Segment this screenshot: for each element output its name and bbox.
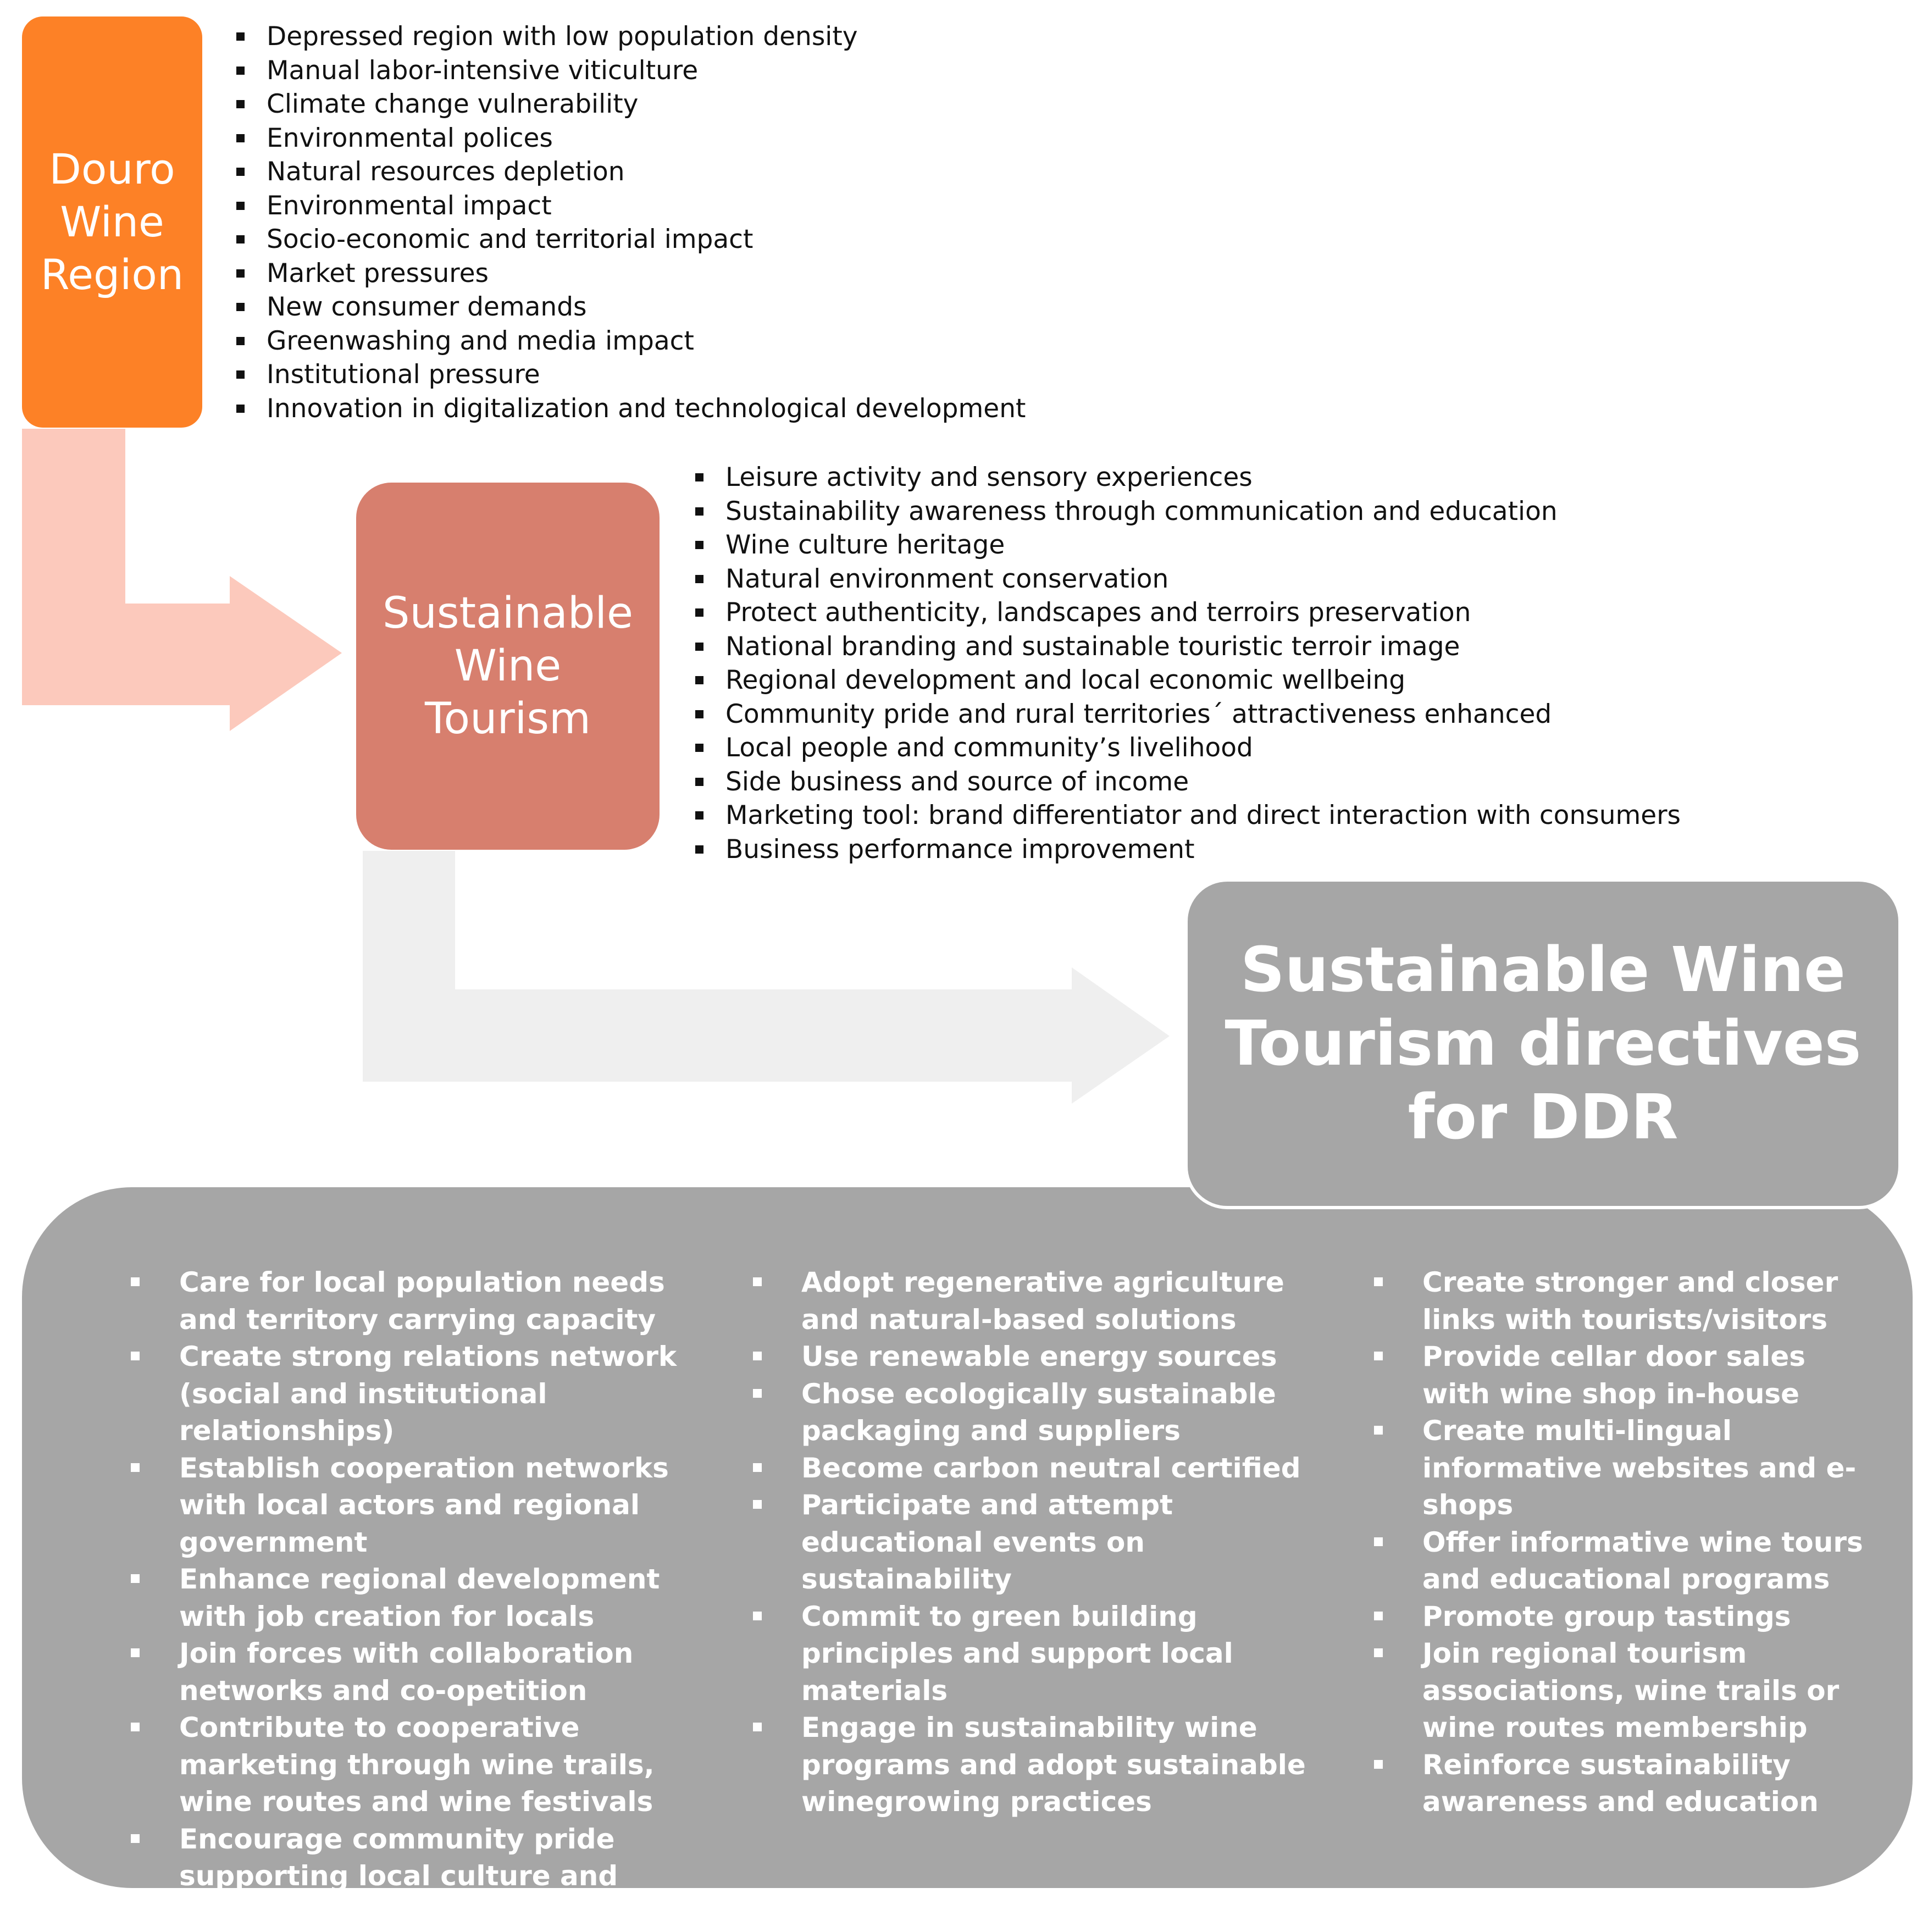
list-item: Business performance improvement xyxy=(695,833,1681,867)
wine-tourism-benefits-list: Leisure activity and sensory experiences… xyxy=(695,461,1681,866)
list-item: National branding and sustainable touris… xyxy=(695,630,1681,664)
list-item: Adopt regenerative agriculture and natur… xyxy=(753,1264,1325,1338)
list-item: Chose ecologically sustainable packaging… xyxy=(753,1376,1325,1450)
directives-column-3: Create stronger and closer links with to… xyxy=(1374,1264,1869,1821)
list-item: Depressed region with low population den… xyxy=(236,20,1026,54)
list-item: Innovation in digitalization and technol… xyxy=(236,392,1026,426)
list-item: Natural resources depletion xyxy=(236,155,1026,189)
douro-issues-list: Depressed region with low population den… xyxy=(236,20,1026,425)
list-item: Contribute to cooperative marketing thro… xyxy=(131,1709,713,1821)
list-item: Environmental polices xyxy=(236,121,1026,156)
list-item: Join forces with collaboration networks … xyxy=(131,1635,713,1709)
list-item: Greenwashing and media impact xyxy=(236,324,1026,358)
sustainable-wine-tourism-title: Sustainable Wine Tourism xyxy=(383,587,633,745)
list-item: New consumer demands xyxy=(236,290,1026,324)
list-item: Climate change vulnerability xyxy=(236,87,1026,121)
arrow-douro-to-swt xyxy=(22,429,342,731)
directives-column-2: Adopt regenerative agriculture and natur… xyxy=(753,1264,1325,1821)
list-item: Engage in sustainability wine programs a… xyxy=(753,1709,1325,1821)
list-item: Enhance regional development with job cr… xyxy=(131,1561,713,1635)
list-item: Manual labor-intensive viticulture xyxy=(236,54,1026,88)
arrow-swt-to-directives xyxy=(363,851,1170,1104)
list-item: Protect authenticity, landscapes and ter… xyxy=(695,596,1681,630)
list-item: Participate and attempt educational even… xyxy=(753,1487,1325,1598)
list-item: Offer informative wine tours and educati… xyxy=(1374,1524,1869,1598)
list-item: Create stronger and closer links with to… xyxy=(1374,1264,1869,1338)
list-item: Create multi-lingual informative website… xyxy=(1374,1413,1869,1524)
list-item: Commit to green building principles and … xyxy=(753,1598,1325,1710)
list-item: Become carbon neutral certified xyxy=(753,1450,1325,1487)
list-item: Sustainability awareness through communi… xyxy=(695,495,1681,529)
list-item: Use renewable energy sources xyxy=(753,1338,1325,1376)
list-item: Community pride and rural territories´ a… xyxy=(695,697,1681,732)
douro-wine-region-box: Douro Wine Region xyxy=(22,16,202,428)
list-item: Provide cellar door sales with wine shop… xyxy=(1374,1338,1869,1413)
list-item: Side business and source of income xyxy=(695,765,1681,799)
directives-column-1: Care for local population needs and terr… xyxy=(131,1264,713,1932)
directives-title: Sustainable Wine Tourism directives for … xyxy=(1221,933,1865,1154)
list-item: Care for local population needs and terr… xyxy=(131,1264,713,1338)
list-item: Environmental impact xyxy=(236,189,1026,223)
list-item: Wine culture heritage xyxy=(695,528,1681,562)
list-item: Leisure activity and sensory experiences xyxy=(695,461,1681,495)
list-item: Local people and community’s livelihood xyxy=(695,731,1681,765)
list-item: Reinforce sustainability awareness and e… xyxy=(1374,1747,1869,1821)
sustainable-wine-tourism-box: Sustainable Wine Tourism xyxy=(356,483,660,850)
list-item: Create strong relations network (social … xyxy=(131,1338,713,1450)
list-item: Promote group tastings xyxy=(1374,1598,1869,1636)
list-item: Market pressures xyxy=(236,257,1026,291)
list-item: Natural environment conservation xyxy=(695,562,1681,596)
list-item: Join regional tourism associations, wine… xyxy=(1374,1635,1869,1747)
directives-title-box: Sustainable Wine Tourism directives for … xyxy=(1184,878,1902,1209)
douro-wine-region-title: Douro Wine Region xyxy=(41,143,184,301)
list-item: Regional development and local economic … xyxy=(695,663,1681,697)
list-item: Establish cooperation networks with loca… xyxy=(131,1450,713,1562)
list-item: Socio-economic and territorial impact xyxy=(236,223,1026,257)
list-item: Marketing tool: brand differentiator and… xyxy=(695,799,1681,833)
list-item: Institutional pressure xyxy=(236,358,1026,392)
list-item: Encourage community pride supporting loc… xyxy=(131,1821,713,1932)
